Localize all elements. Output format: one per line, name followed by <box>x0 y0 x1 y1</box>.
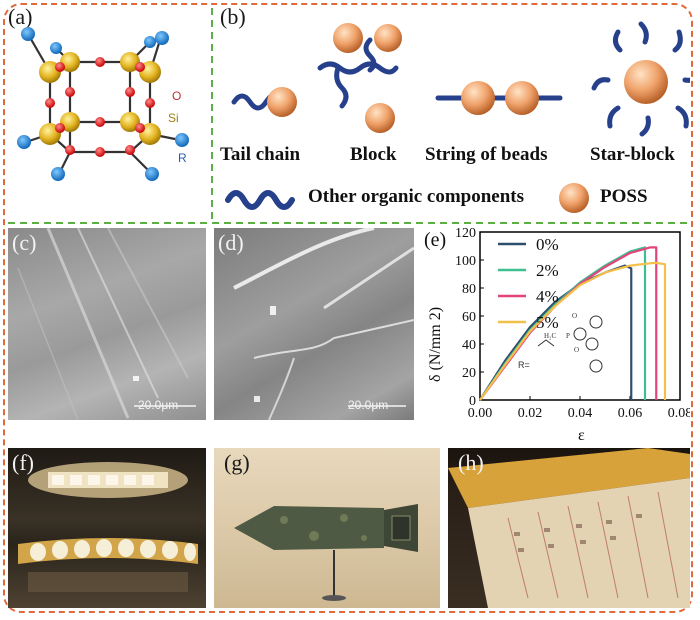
series-line-5pct <box>479 261 667 401</box>
inset-r-label: R= <box>518 360 530 370</box>
panel-label-b: (b) <box>220 4 246 29</box>
photo-bronze-blade <box>214 448 440 608</box>
y-axis-label: δ (N/mm 2) <box>427 307 444 382</box>
panel-label-g: (g) <box>224 450 250 475</box>
poss-architectures-diagram <box>231 21 690 137</box>
y-tick-label-80: 80 <box>462 282 476 297</box>
x-tick-label-0.02: 0.02 <box>518 406 543 421</box>
panel-label-a: (a) <box>8 4 33 29</box>
y-tick-label-40: 40 <box>462 338 476 353</box>
panel-label-h: (h) <box>458 450 484 475</box>
atom-label-o: O <box>172 89 181 103</box>
legend-poss-swatch <box>559 183 589 213</box>
legend-organic-label: Other organic components <box>308 186 525 207</box>
sem-image-c <box>8 228 206 420</box>
panel-label-d: (d) <box>218 230 244 255</box>
y-tick-label-20: 20 <box>462 366 476 381</box>
label-star-block: Star-block <box>590 144 675 165</box>
panel-label-c: (c) <box>12 230 37 255</box>
panel-label-f: (f) <box>12 450 34 475</box>
panel-label-e: (e) <box>424 229 446 251</box>
x-tick-label-0.06: 0.06 <box>618 406 643 421</box>
poss-molecule-diagram: O Si R <box>17 27 189 181</box>
svg-text:H₂C: H₂C <box>544 332 556 340</box>
svg-text:O: O <box>572 312 577 320</box>
y-tick-label-100: 100 <box>455 254 476 269</box>
svg-text:O: O <box>574 346 579 354</box>
legend-label-4pct: 4% <box>536 287 559 306</box>
figure-frame <box>3 3 693 613</box>
x-axis-label: ε <box>578 427 585 444</box>
x-tick-label-0.00: 0.00 <box>468 406 493 421</box>
plot-area <box>479 231 681 401</box>
legend-organic-swatch <box>225 190 295 210</box>
sem-image-d <box>214 228 414 420</box>
svg-text:P: P <box>566 332 570 340</box>
scale-bar-c: 20.0μm <box>138 398 179 412</box>
label-block: Block <box>350 144 397 165</box>
x-tick-label-0.08: 0.08 <box>668 406 690 421</box>
x-tick-label-0.04: 0.04 <box>568 406 593 421</box>
y-tick-label-0: 0 <box>469 394 476 409</box>
label-tail-chain: Tail chain <box>220 144 301 165</box>
y-tick-label-60: 60 <box>462 310 476 325</box>
legend-label-0pct: 0% <box>536 235 559 254</box>
photo-belt-artifact <box>8 448 206 608</box>
y-tick-label-120: 120 <box>455 226 476 241</box>
stress-strain-chart: (e) 0 20 40 60 80 100 120 0.00 0.02 0.04 0.06 0.08… <box>424 226 690 444</box>
scale-bar-d: 20.0μm <box>348 398 389 412</box>
legend-label-2pct: 2% <box>536 261 559 280</box>
label-string-of-beads: String of beads <box>425 144 548 165</box>
atom-label-si: Si <box>168 111 179 125</box>
inset-structure: O P O H₂C <box>537 312 603 373</box>
photo-scroll-manuscript <box>448 448 690 608</box>
legend-label-5pct: 5% <box>536 313 559 332</box>
legend-poss-label: POSS <box>600 186 648 207</box>
atom-label-r: R <box>178 151 187 165</box>
